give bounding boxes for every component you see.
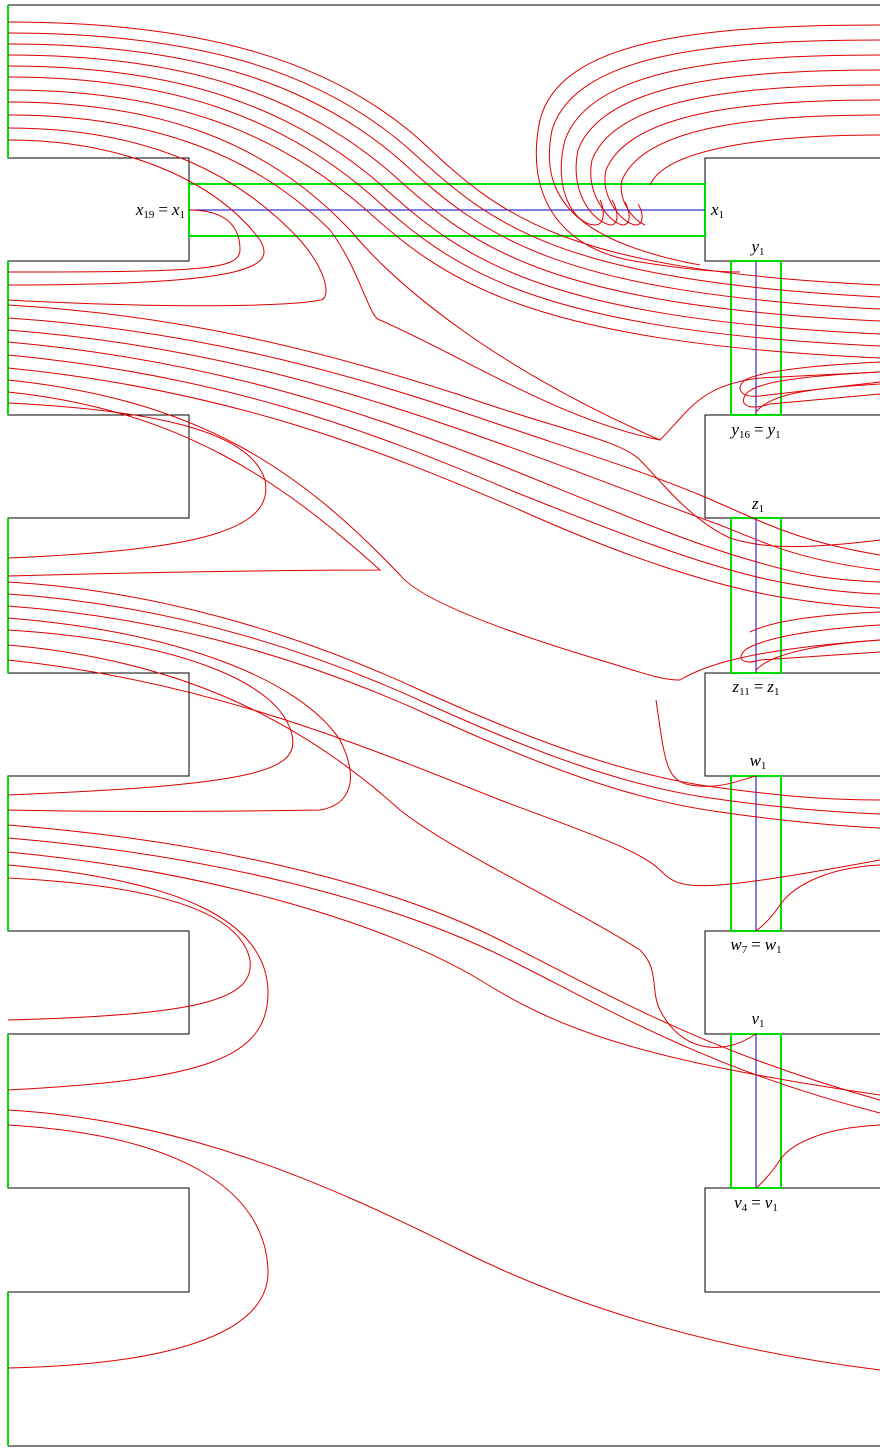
green-bands <box>7 5 782 1446</box>
curve-c1 <box>7 209 241 273</box>
curve-a1 <box>7 21 880 286</box>
curve-a6 <box>7 76 880 347</box>
curve-d6 <box>7 367 880 609</box>
curve-a8 <box>7 101 661 441</box>
curve-d7 <box>7 379 880 681</box>
label-v-top: v1 <box>751 1009 765 1030</box>
curve-e7 <box>7 659 880 887</box>
curve-h2 <box>7 1124 269 1369</box>
curve-a10 <box>7 127 327 307</box>
curve-z3 <box>755 639 880 671</box>
curve-z1 <box>749 611 880 633</box>
curve-b4 <box>575 69 880 226</box>
outline-left-teeth <box>7 5 190 1446</box>
label-v-bottom: v4=v1 <box>734 1193 778 1214</box>
curve-d9 <box>7 402 267 559</box>
outline-right-tooth-1 <box>704 157 880 262</box>
curve-b8 <box>649 134 880 186</box>
curve-e6 <box>7 644 757 1048</box>
label-y-top: y1 <box>751 237 765 258</box>
curve-e5 <box>7 629 294 796</box>
curve-z2 <box>740 624 880 663</box>
curve-y2 <box>743 371 880 408</box>
curve-b6 <box>604 99 880 226</box>
curve-e2 <box>7 593 880 815</box>
curve-b1 <box>535 24 880 273</box>
curve-w1 <box>755 864 880 932</box>
curve-g2 <box>7 837 880 1114</box>
curve-b5 <box>590 84 880 226</box>
curve-e4 <box>7 617 351 812</box>
curve-g5 <box>7 877 251 1021</box>
curve-d1 <box>7 304 880 548</box>
curve-g4 <box>7 864 269 1091</box>
curve-b7 <box>620 114 880 226</box>
blue-chords <box>189 209 757 1188</box>
curve-d4 <box>7 341 880 583</box>
curve-d5 <box>7 354 880 595</box>
curve-e3 <box>7 605 880 829</box>
curve-d3 <box>7 329 880 571</box>
outline-right-tooth-5 <box>704 1187 880 1293</box>
curve-a11 <box>7 139 265 286</box>
curve-a7 <box>7 89 880 359</box>
curve-y1 <box>739 361 880 397</box>
outline-right-tooth-4 <box>704 930 880 1035</box>
label-z-top: z1 <box>751 494 765 515</box>
curve-h1 <box>7 1109 880 1371</box>
curve-d2 <box>7 317 880 556</box>
label-y-bottom: y16=y1 <box>731 420 781 441</box>
label-w-bottom: w7=w1 <box>730 935 782 956</box>
outline-right-tooth-2 <box>704 414 880 519</box>
curve-f1 <box>655 699 757 787</box>
curve-b3 <box>560 54 880 226</box>
curve-d8 <box>7 391 382 577</box>
curve-g3 <box>7 851 880 1096</box>
curve-a9 <box>7 114 880 441</box>
label-z-bottom: z11=z1 <box>732 677 780 698</box>
label-x-right: x1 <box>711 200 725 221</box>
curve-a2 <box>7 32 880 298</box>
curve-a5 <box>7 65 880 335</box>
curve-b2 <box>548 39 880 266</box>
curve-v1 <box>755 1124 880 1189</box>
curve-y3 <box>755 383 880 413</box>
region-outline <box>7 4 880 1447</box>
outline-right-tooth-3 <box>704 672 880 777</box>
curve-a4 <box>7 54 880 322</box>
curve-g1 <box>7 824 880 1101</box>
curve-a3 <box>7 43 880 310</box>
red-curves <box>7 21 880 1371</box>
curve-e1 <box>7 581 880 801</box>
label-w-top: w1 <box>749 751 767 772</box>
label-x-left: x19=x1 <box>135 200 185 221</box>
